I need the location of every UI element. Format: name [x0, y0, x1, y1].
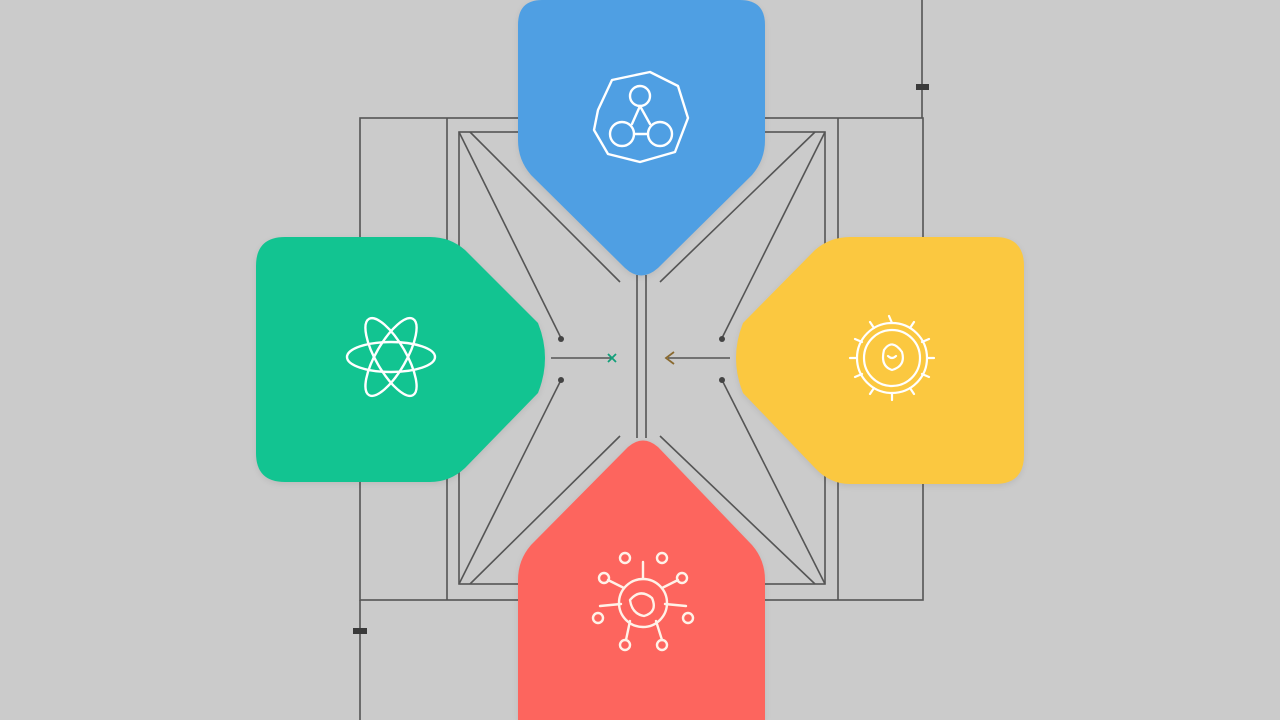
diagonal-bottom-left-inner	[469, 435, 621, 585]
diagonal-top-left-inner	[469, 131, 621, 283]
diagonal-bottom-right-outer	[721, 379, 826, 585]
diagonal-bottom-left-outer	[458, 379, 562, 585]
diagonal-bottom-right-inner	[659, 435, 816, 585]
diagonal-top-right-inner	[659, 131, 816, 283]
tile-right[interactable]	[736, 237, 1024, 484]
connector-dot	[719, 377, 725, 383]
connector-dot	[558, 377, 564, 383]
network-cell-icon	[591, 551, 695, 652]
tile-right-shape	[736, 237, 1024, 484]
connector-dot	[719, 336, 725, 342]
diagonal-top-right-outer	[721, 131, 826, 339]
arrow-markers	[607, 351, 675, 365]
tile-bottom-shape	[518, 440, 765, 720]
cross-marker	[607, 353, 617, 363]
tile-top[interactable]	[518, 0, 765, 276]
tile-left-shape	[256, 237, 545, 482]
lead-marker	[916, 84, 929, 90]
connector-dot	[558, 336, 564, 342]
tile-left[interactable]	[256, 237, 545, 482]
diagonal-top-left-outer	[458, 131, 562, 339]
tile-top-shape	[518, 0, 765, 276]
lead-marker	[353, 628, 367, 634]
connector-markers	[353, 84, 929, 634]
arrow-left-marker	[664, 351, 675, 365]
gear-face-icon	[848, 314, 936, 402]
tile-bottom[interactable]	[518, 440, 765, 720]
atom-icon	[345, 316, 437, 398]
molecule-cluster-icon	[592, 70, 690, 164]
